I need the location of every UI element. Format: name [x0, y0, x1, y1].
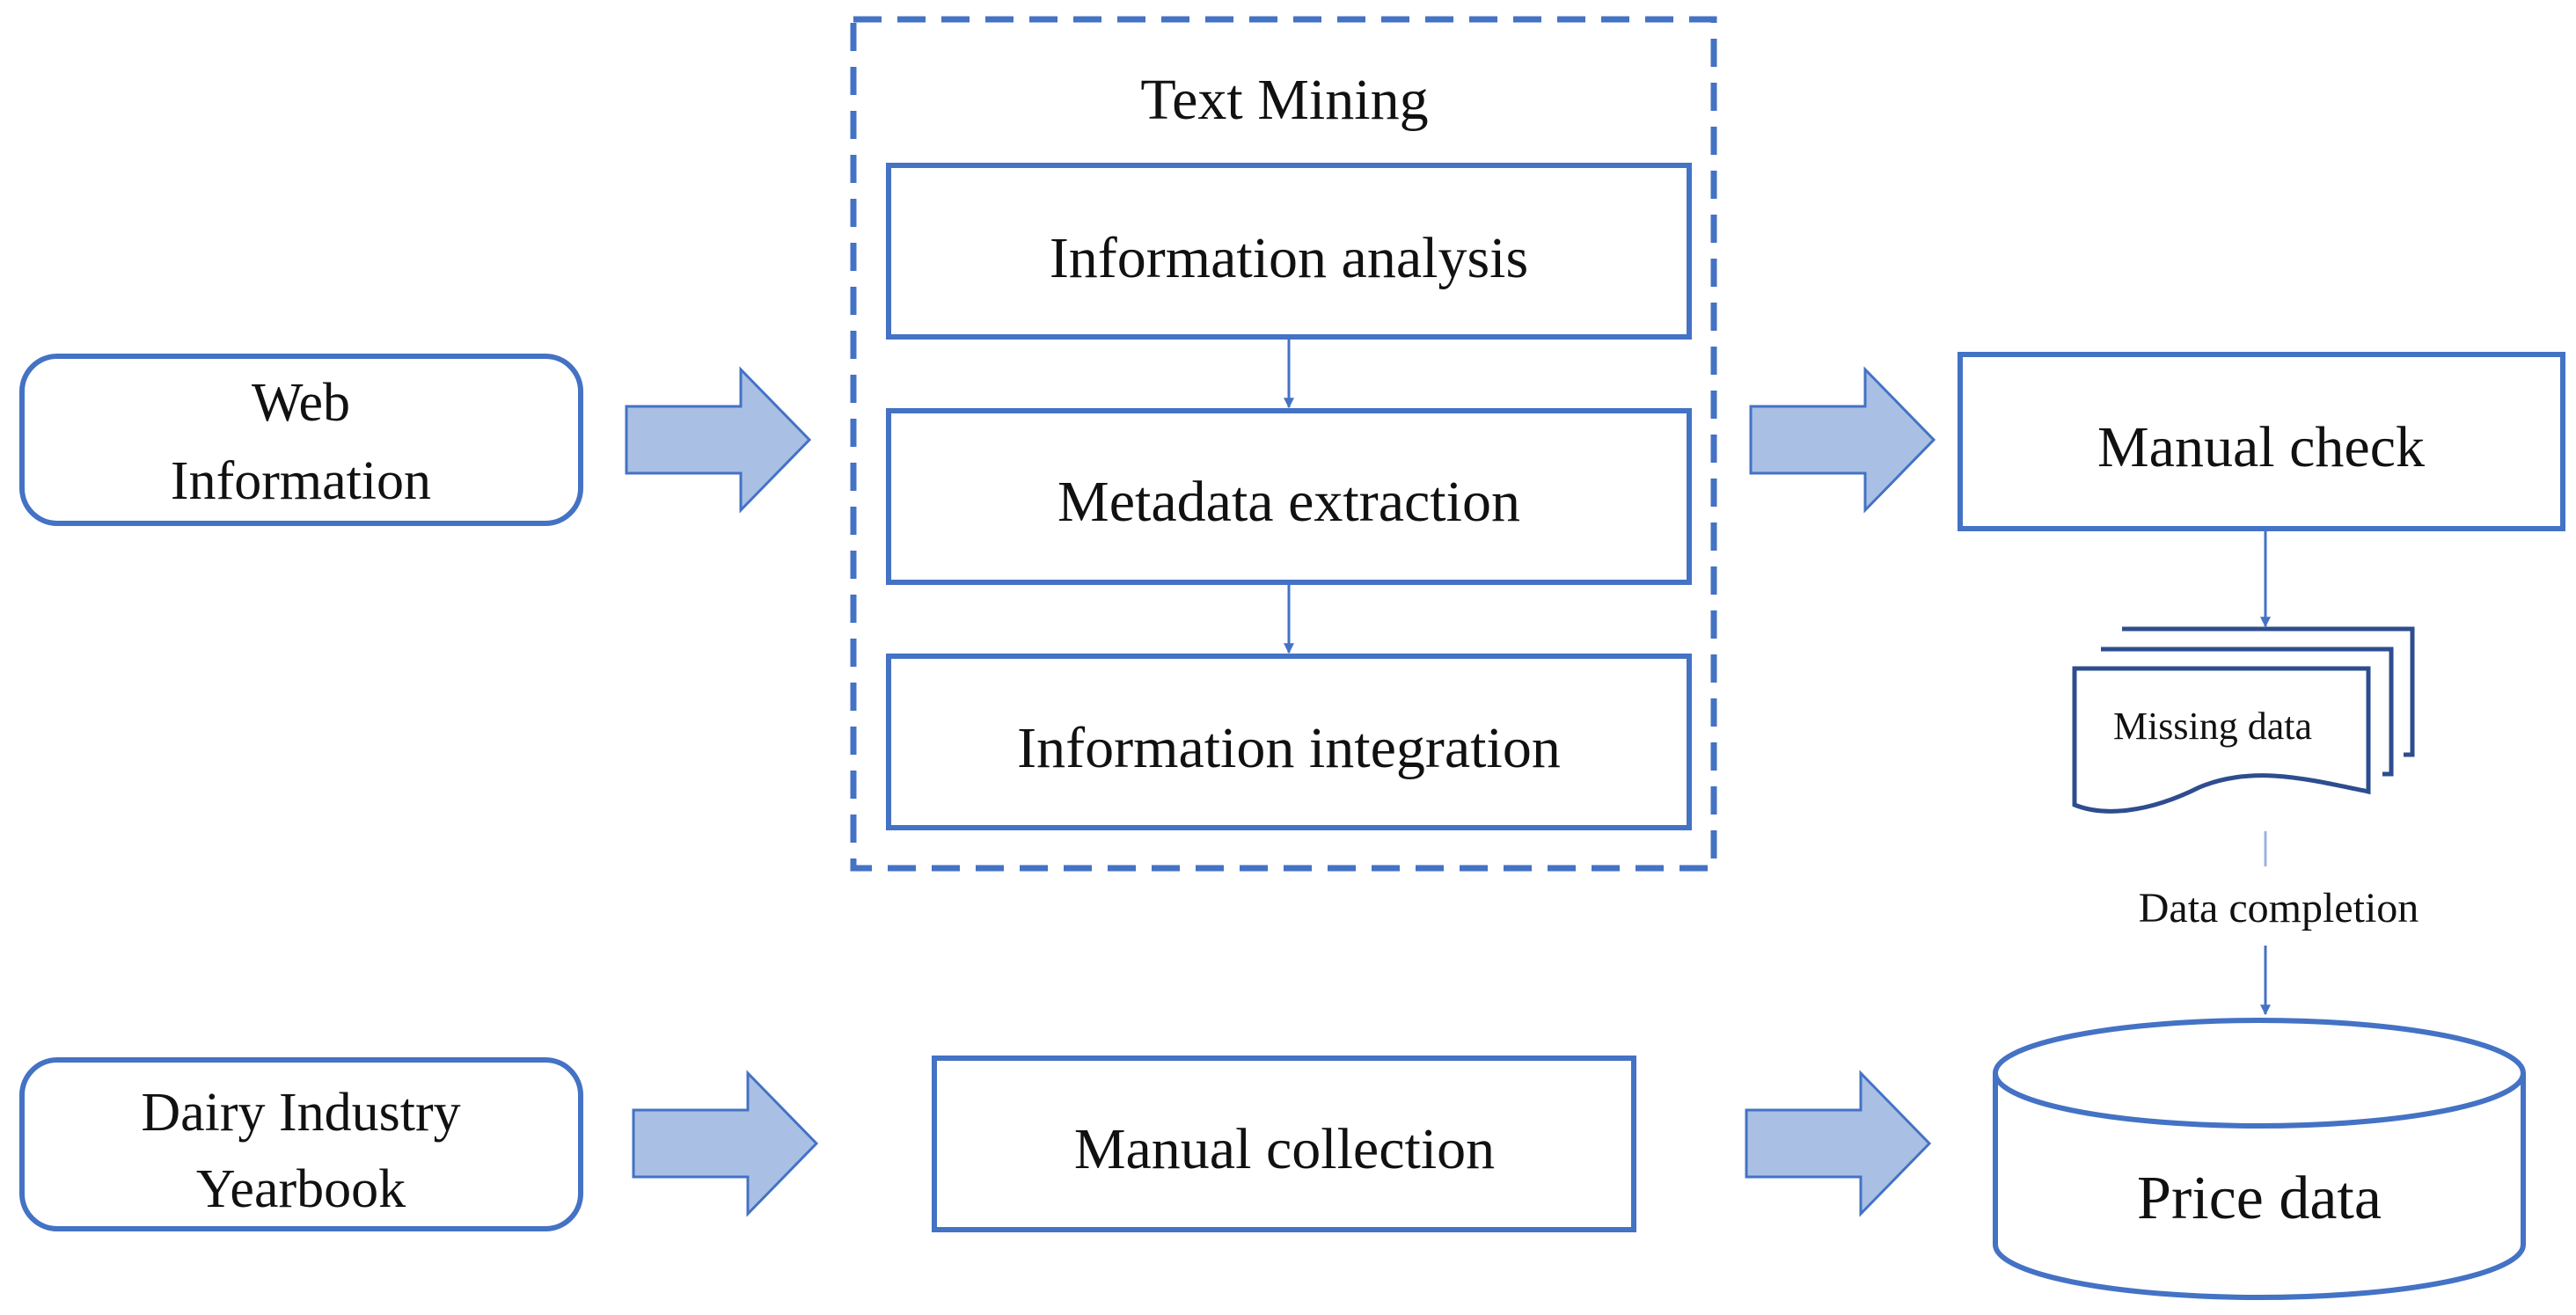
- dairy-label-line2: Yearbook: [196, 1159, 406, 1219]
- dairy-label-line1: Dairy Industry: [141, 1083, 460, 1143]
- data-completion-label: Data completion: [2139, 885, 2419, 931]
- manual-check-label: Manual check: [2097, 415, 2425, 479]
- web-information-node: Web Information: [19, 354, 583, 526]
- arrow-dairy-to-manual-collection: [632, 1070, 819, 1217]
- web-information-label-line1: Web: [252, 373, 350, 433]
- missing-data-label: Missing data: [2113, 705, 2312, 748]
- price-data-database: Price data: [1993, 1018, 2526, 1300]
- document-front: [2072, 666, 2371, 814]
- arrow-web-to-text-mining: [625, 366, 812, 514]
- metadata-extraction-label: Metadata extraction: [1057, 470, 1520, 534]
- missing-data-documents: Missing data: [2072, 626, 2415, 814]
- price-data-label: Price data: [2137, 1165, 2382, 1232]
- manual-check-box: [1958, 352, 2565, 531]
- arrow-text-mining-to-manual-check: [1749, 366, 1936, 514]
- manual-collection-box: [932, 1056, 1636, 1232]
- information-integration-label: Information integration: [1017, 716, 1561, 780]
- information-analysis-box: [886, 163, 1692, 340]
- dairy-industry-yearbook-node: Dairy Industry Yearbook: [19, 1057, 583, 1231]
- text-mining-title: Text Mining: [1140, 68, 1428, 132]
- text-mining-group: Text Mining Information analysis Metadat…: [850, 16, 1717, 872]
- web-information-label-line2: Information: [171, 451, 431, 511]
- arrow-collection-to-price-data: [1745, 1070, 1932, 1217]
- information-integration-box: [886, 654, 1692, 830]
- manual-collection-label: Manual collection: [1074, 1117, 1495, 1181]
- information-analysis-label: Information analysis: [1050, 226, 1528, 290]
